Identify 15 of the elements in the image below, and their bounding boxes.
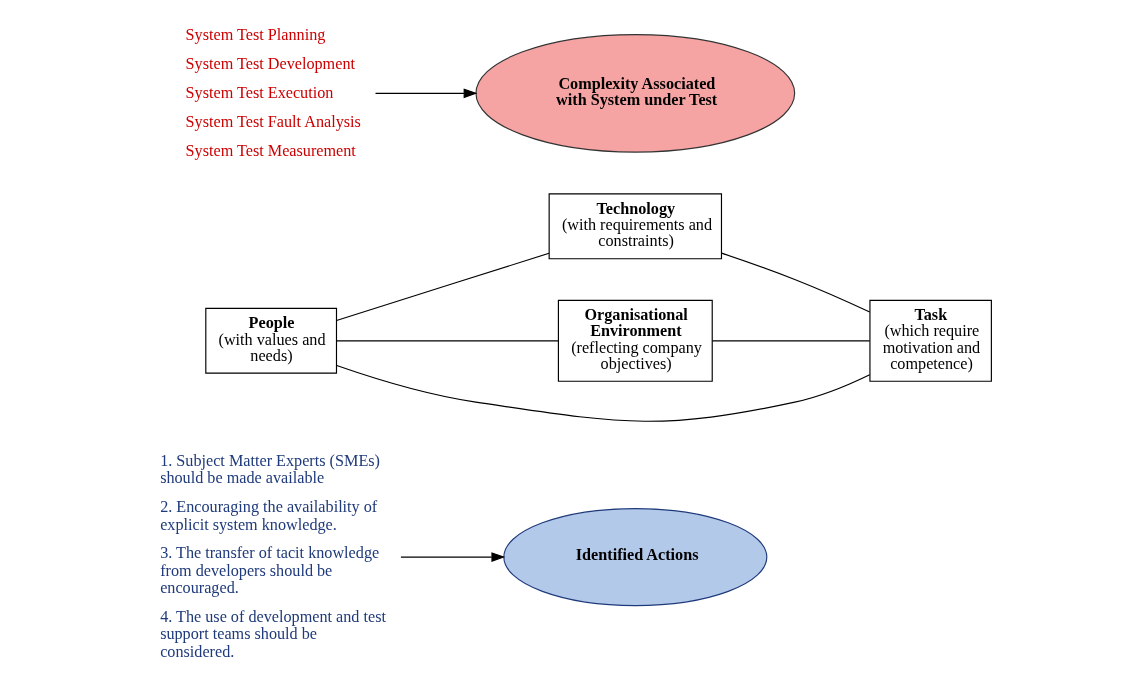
node-box: People (with values and needs) xyxy=(205,307,338,374)
connector xyxy=(336,252,550,322)
connector xyxy=(336,340,559,342)
connector xyxy=(336,364,871,422)
arrow xyxy=(400,552,506,562)
node-box: Organisational Environment (reflecting company objectives) xyxy=(557,299,713,382)
connector xyxy=(721,252,871,313)
node-box: Task (which require motivation and competence) xyxy=(869,299,992,382)
node-text: System Test Planning System Test Development System Test Execution System Test Fault Analysis System Test Measurement xyxy=(185,26,361,161)
arrow xyxy=(374,88,478,99)
node-ellipse: Identified Actions xyxy=(503,508,768,607)
node-text: 1. Subject Matter Experts (SMEs) should be made available 2. Encouraging the availability of explicit system knowledge. 3. The transfer of tacit knowledge from developers should be encouraged. 4. The use of development and test support teams should be considered. xyxy=(160,451,386,661)
node-ellipse: Complexity Associated with System under Test xyxy=(475,34,796,153)
node-box: Technology (with requirements and constraints) xyxy=(548,193,723,260)
connector xyxy=(711,340,871,342)
